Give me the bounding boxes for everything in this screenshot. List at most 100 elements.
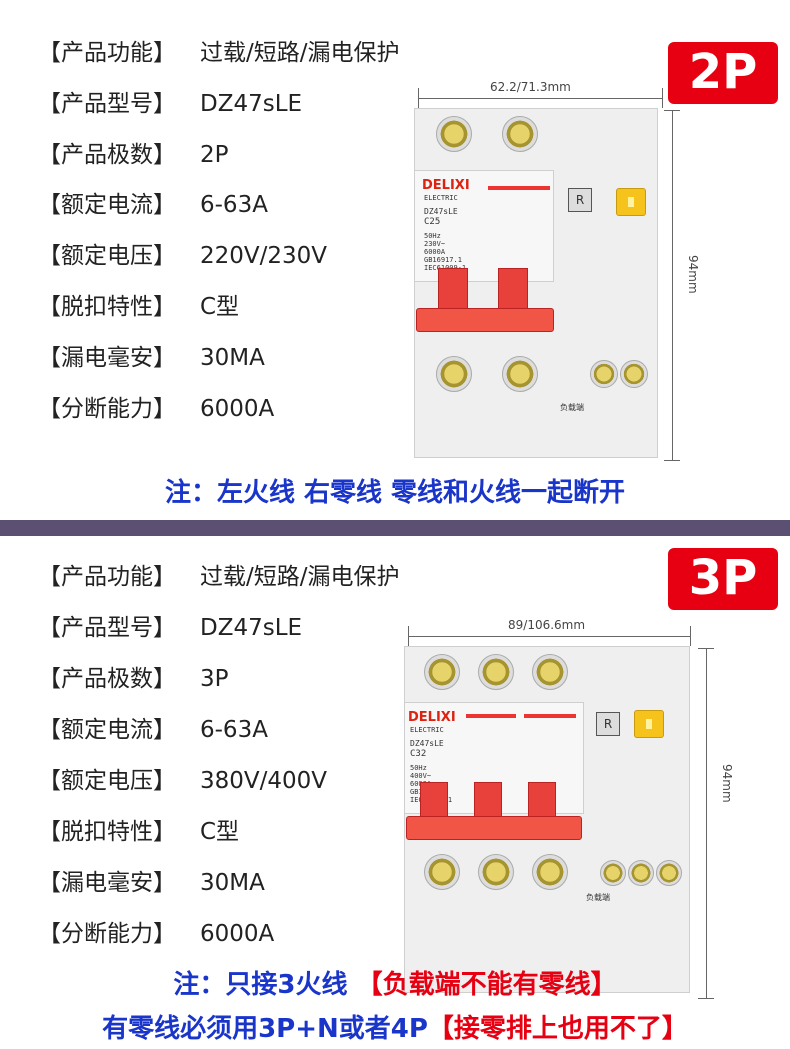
spec-row: 【产品功能】过载/短路/漏电保护 [38,38,400,68]
spec-value: 3P [200,666,229,692]
terminal-screw-icon [478,854,514,890]
red-stripe [488,186,550,190]
spec-row: 【漏电毫安】30MA [38,868,265,898]
reset-button: R [596,712,620,736]
height-dimension-tick-top [698,648,714,649]
spec-label: 【额定电流】 [38,717,176,743]
height-dimension-tick-top [664,110,680,111]
terminal-screw-icon [620,360,648,388]
spec-row: 【分断能力】 6000A [38,394,274,424]
test-button [616,188,646,216]
spec-value: DZ47sLE [200,90,303,117]
spec-value: DZ47sLE [200,615,303,641]
height-dimension-tick-bottom [664,460,680,461]
terminal-screw-icon [656,860,682,886]
terminal-screw-icon [436,356,472,392]
width-dimension-line [408,636,690,637]
width-dimension-line [418,98,662,99]
terminal-screw-icon [532,654,568,690]
spec-value: 6-63A [200,192,268,219]
spec-row: 【脱扣特性】 C型 [38,817,239,847]
spec-label: 【产品型号】 [38,90,176,117]
spec-row: 【漏电毫安】30MA [38,343,265,373]
terminal-screw-icon [590,360,618,388]
rating-text: C32 [410,749,427,759]
terminal-screw-icon [436,116,472,152]
note-red-text: 【接零排上也用不了】 [427,1014,688,1044]
width-dimension-tick-right [662,88,663,108]
spec-row: 【产品型号】 DZ47sLE [38,613,302,643]
red-stripe [466,714,516,718]
spec-row: 【额定电压】 380V/400V [38,766,327,796]
red-stripe [524,714,576,718]
spec-value: C型 [200,819,240,845]
terminal-screw-icon [532,854,568,890]
width-dimension-label: 89/106.6mm [508,618,586,632]
spec-value: 380V/400V [200,768,328,794]
spec-label: 【脱扣特性】 [38,819,176,845]
spec-label: 【产品功能】 [38,40,176,66]
terminal-screw-icon [502,116,538,152]
spec-value: C型 [200,294,240,320]
section-2p: 【产品功能】过载/短路/漏电保护【产品型号】 DZ47sLE 【产品极数】 2P 【额定… [0,0,790,520]
height-dimension-tick-bottom [698,998,714,999]
note-blue-text: 有零线必须用3P+N或者4P [102,1014,428,1044]
spec-value: 6000A [200,921,275,947]
spec-value: 过载/短路/漏电保护 [200,564,400,590]
test-button [634,710,664,738]
spec-row: 【产品型号】 DZ47sLE [38,89,302,119]
wiring-note: 注：左火线 右零线 零线和火线一起断开 [164,478,626,508]
width-dimension-label: 62.2/71.3mm [490,80,571,94]
spec-row: 【产品极数】3P [38,664,229,694]
terminal-screw-icon [478,654,514,690]
model-text: DZ47sLE [410,739,444,748]
spec-row: 【分断能力】 6000A [38,919,274,949]
spec-text: 50Hz 230V~ 6000A GB16917.1 IEC61009-1 [424,232,466,272]
model-text: DZ47sLE [424,207,458,216]
spec-label: 【额定电压】 [38,243,176,270]
spec-label: 【分断能力】 [38,921,176,947]
brand-sub: ELECTRIC [424,194,458,202]
brand-logo: DELIXI [422,178,470,193]
spec-value: 6-63A [200,717,268,743]
wiring-note-line1: 注：只接3火线 【负载端不能有零线】 [0,964,790,1001]
reset-button: R [568,188,592,212]
spec-label: 【漏电毫安】 [38,870,176,896]
note-red-text: 【负载端不能有零线】 [356,970,617,1000]
spec-label: 【漏电毫安】 [38,344,176,371]
height-dimension-line [706,648,707,998]
brand-sub: ELECTRIC [410,726,444,734]
spec-label: 【分断能力】 [38,395,176,422]
spec-label: 【额定电压】 [38,768,176,794]
pole-badge: 2P [668,42,778,104]
width-dimension-tick-left [418,88,419,108]
height-dimension-line [672,110,673,460]
spec-row: 【产品极数】 2P [38,140,229,170]
section-divider [0,520,790,536]
handle-bar [416,308,554,332]
terminal-screw-icon [628,860,654,886]
width-dimension-tick-right [690,626,691,646]
height-dimension-label: 94mm [686,255,700,294]
pole-badge: 3P [668,548,778,610]
width-dimension-tick-left [408,626,409,646]
spec-label: 【产品型号】 [38,615,176,641]
brand-logo: DELIXI [408,710,456,725]
terminal-screw-icon [424,854,460,890]
spec-value: 6000A [200,395,275,422]
section-3p: 【产品功能】过载/短路/漏电保护【产品型号】DZ47sLE【产品极数】3P【额定… [0,536,790,1049]
spec-row: 【产品功能】过载/短路/漏电保护 [38,562,400,592]
spec-value: 2P [200,141,229,168]
spec-value: 220V/230V [200,243,328,270]
rating-text: C25 [424,217,441,227]
spec-row: 【额定电流】 6-63A [38,190,268,220]
spec-label: 【额定电流】 [38,192,176,219]
spec-label: 【脱扣特性】 [38,294,176,320]
spec-label: 【产品功能】 [38,564,176,590]
wiring-note-line2: 有零线必须用3P+N或者4P【接零排上也用不了】 [0,1008,790,1045]
spec-row: 【额定电压】 220V/230V [38,241,327,271]
spec-row: 【额定电流】 6-63A [38,715,268,745]
spec-value: 过载/短路/漏电保护 [200,40,400,66]
breaker-3p-image: DELIXI ELECTRIC DZ47sLE C32 50Hz 400V~ 6… [400,646,692,998]
spec-label: 【产品极数】 [38,141,176,168]
